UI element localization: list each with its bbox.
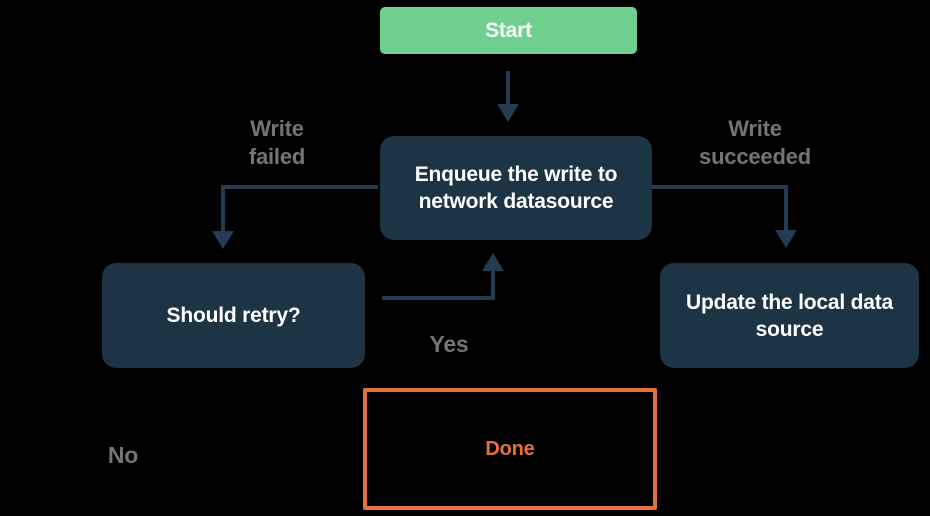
node-should-retry: Should retry?	[102, 263, 365, 368]
node-enqueue-write: Enqueue the write to network datasource	[380, 136, 652, 240]
edge-label-no: No	[107, 442, 139, 468]
arrow-write-succeeded	[652, 185, 797, 248]
node-start: Start	[380, 7, 637, 54]
node-update-local-datasource: Update the local data source	[660, 263, 919, 368]
edge-label-write-failed: Write failed	[248, 116, 306, 169]
node-done: Done	[363, 388, 657, 510]
edge-label-write-succeeded: Write succeeded	[699, 116, 811, 169]
arrow-start-to-enqueue	[497, 71, 519, 122]
edge-label-yes: Yes	[429, 331, 469, 357]
arrow-write-failed	[212, 185, 378, 249]
arrow-yes-retry-to-enqueue	[382, 253, 504, 300]
